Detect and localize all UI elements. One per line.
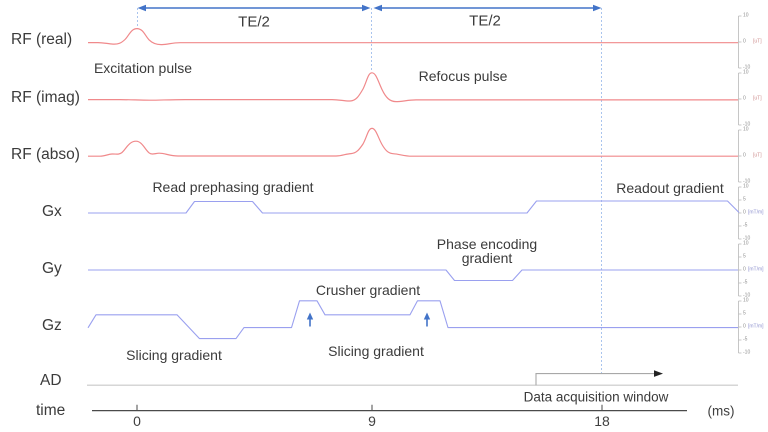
row-label-gy: Gy [42,259,62,277]
scale-tick-label: -10 [743,292,751,299]
scale-tick-label: 10 [743,12,749,19]
te-arrow-1-left-head-icon [137,4,146,12]
scale-unit-label: [mT/m] [748,209,764,216]
scale-tick-label: 5 [743,310,746,317]
annotation-read-prephasing: Read prephasing gradient [152,179,314,195]
scale-unit-label: [mT/m] [748,266,764,273]
row-label-time: time [36,401,66,419]
scale-tick-label: -10 [743,121,751,128]
scale-unit-label: [mT/m] [748,323,764,330]
scale-unit-label: [uT] [753,152,762,159]
gx-trace [88,200,740,214]
rf-imag-trace [88,72,738,103]
time-tick-18: 18 [594,413,610,429]
row-label-rf-abso: RF (abso) [11,146,80,163]
scale-tick-label: -5 [743,336,748,343]
ad-window-arrow-head-icon [654,370,663,377]
scale-tick-label: 10 [743,183,749,190]
annotation-refocus-pulse: Refocus pulse [418,68,508,84]
scale-tick-label: 10 [743,297,749,304]
annotation-phase-encoding-line1: Phase encoding [436,236,538,252]
time-tick-9: 9 [368,413,376,429]
rf-real-trace [88,28,738,46]
scale-tick-label: -5 [743,279,748,286]
scale-tick-label: 0 [743,95,746,102]
crusher-arrow-2-head-icon [423,312,431,320]
row-label-gx: Gx [42,202,62,220]
scale-tick-label: 10 [743,126,749,133]
annotation-data-acquisition: Data acquisition window [523,389,669,405]
row-label-ad: AD [40,372,62,389]
scale-unit-label: [uT] [753,95,762,102]
scale-unit-label: [uT] [753,38,762,45]
annotation-crusher: Crusher gradient [315,282,421,298]
scale-tick-label: 0 [743,266,746,273]
scale-tick-label: -10 [743,64,751,71]
scale-tick-label: 10 [743,69,749,76]
annotation-phase-encoding-line2: gradient [461,250,513,266]
scale-tick-label: 0 [743,152,746,159]
annotation-excitation-pulse: Excitation pulse [93,60,193,76]
time-axis-ticks [136,404,603,411]
scale-tick-label: 5 [743,196,746,203]
annotation-slicing-left: Slicing gradient [126,347,222,363]
scale-tick-label: 0 [743,323,746,330]
scale-tick-label: -10 [743,235,751,242]
time-axis-unit: (ms) [707,403,735,419]
rf-abso-trace [88,127,738,157]
scale-tick-label: -10 [743,178,751,185]
crusher-arrow-1-head-icon [306,312,314,320]
scale-tick-label: 5 [743,253,746,260]
ad-window-outline [535,373,655,386]
time-tick-0: 0 [133,413,141,429]
te-arrow-2-right-head-icon [593,4,602,12]
row-label-rf-imag: RF (imag) [11,88,80,106]
row-label-rf-real: RF (real) [11,31,73,48]
te-arrow-2-left-head-icon [373,4,382,12]
annotation-readout: Readout gradient [616,180,724,196]
scale-tick-label: -10 [743,349,751,356]
annotation-slicing-right: Slicing gradient [328,343,424,359]
te-half-label-2: TE/2 [469,12,501,30]
scale-tick-label: 0 [743,38,746,45]
scale-tick-label: 10 [743,240,749,247]
gz-trace [87,300,738,340]
amplitude-scale-axes [738,15,742,354]
row-label-gz: Gz [42,316,62,334]
te-arrow-1-right-head-icon [362,4,371,12]
te-half-label-1: TE/2 [238,13,270,31]
scale-tick-label: -5 [743,222,748,229]
gy-trace [88,269,738,282]
scale-tick-label: 0 [743,209,746,216]
